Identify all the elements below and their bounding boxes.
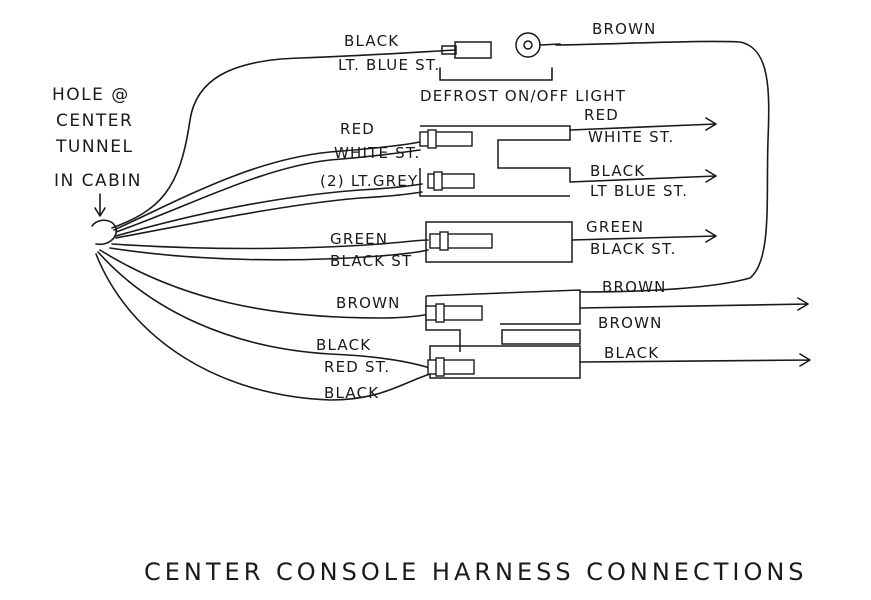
connector-brown: BROWN BROWN BROWN <box>336 278 809 352</box>
conn1-pin-collar <box>427 129 437 149</box>
conn5-left-1: BLACK <box>316 336 371 354</box>
conn2-right-1: BLACK <box>590 162 645 180</box>
conn4-pin <box>425 305 483 321</box>
conn1-left-2: WHITE ST. <box>334 144 420 162</box>
wire-green <box>111 239 429 250</box>
wire-black-ltblue-to-light <box>111 49 456 229</box>
wire-ltgrey-1 <box>115 183 423 237</box>
hole-label-line-3: TUNNEL <box>55 137 133 157</box>
conn3-left-2: BLACK ST <box>330 252 412 270</box>
connector-lt-grey: (2) LT.GREY BLACK LT BLUE ST. <box>320 162 717 200</box>
wire-black <box>95 253 431 401</box>
conn3-pin <box>429 233 493 249</box>
conn2-left-1: (2) LT.GREY <box>320 172 418 190</box>
conn2-out-arrow <box>569 169 717 183</box>
conn4-right-1: BROWN <box>602 278 667 296</box>
wire-red-white <box>113 141 421 231</box>
light-eyelet-hole <box>523 40 533 50</box>
hole-label-line-4: IN CABIN <box>54 171 142 191</box>
conn4-out-arrow <box>579 297 809 311</box>
wire-bundle <box>95 40 770 401</box>
wire-brown-loop <box>555 40 770 293</box>
light-plug-tip <box>441 45 457 55</box>
conn1-left-1: RED <box>340 120 375 138</box>
tunnel-hole <box>91 219 118 246</box>
conn2-right-2: LT BLUE ST. <box>590 182 688 200</box>
connector-red-white: RED WHITE ST. RED WHITE ST. <box>334 106 717 182</box>
conn5-pin-collar <box>435 357 445 377</box>
wire-brown <box>99 249 431 319</box>
hole-pointer-arrow <box>94 193 106 217</box>
defrost-light-connector: BLACK LT. BLUE ST. BROWN DEFROST ON/OFF … <box>338 20 657 105</box>
conn1-right-1: RED <box>584 106 619 124</box>
conn4-right-2: BROWN <box>598 314 663 332</box>
wire-black-st <box>109 247 429 261</box>
wire-black-red-st <box>97 251 431 369</box>
connector-green-black: GREEN BLACK ST GREEN BLACK ST. <box>330 218 717 270</box>
light-eyelet-lead <box>539 43 561 46</box>
hole-label-line-1: HOLE @ <box>52 85 130 105</box>
defrost-left-wire-2: LT. BLUE ST. <box>338 56 440 74</box>
conn5-right-1: BLACK <box>604 344 659 362</box>
wire-red-white-2 <box>115 149 421 233</box>
conn2-housing <box>419 168 570 197</box>
connector-black: BLACK RED ST. BLACK BLACK <box>316 336 811 402</box>
conn3-out-arrow <box>571 229 717 243</box>
conn1-housing <box>420 125 571 182</box>
hole-label-line-2: CENTER <box>56 111 133 131</box>
light-plug <box>454 41 492 59</box>
conn3-left-1: GREEN <box>330 230 388 248</box>
conn5-pin <box>427 359 475 375</box>
conn4-housing <box>425 289 581 352</box>
conn5-left-2: RED ST. <box>324 358 390 376</box>
conn3-right-2: BLACK ST. <box>590 240 677 258</box>
conn5-out-arrow <box>579 353 811 367</box>
conn4-pin-collar <box>435 303 445 323</box>
conn1-out-arrow <box>569 117 717 131</box>
conn4-left-1: BROWN <box>336 294 401 312</box>
conn5-left-3: BLACK <box>324 384 379 402</box>
hole-label: HOLE @ CENTER TUNNEL IN CABIN <box>52 85 142 191</box>
defrost-caption: DEFROST ON/OFF LIGHT <box>420 87 626 105</box>
defrost-bracket <box>439 67 553 81</box>
diagram-title: CENTER CONSOLE HARNESS CONNECTIONS <box>144 558 808 586</box>
conn3-housing <box>425 221 573 263</box>
defrost-right-wire: BROWN <box>592 20 657 38</box>
defrost-left-wire-1: BLACK <box>344 32 399 50</box>
wire-ltgrey-2 <box>115 191 423 239</box>
conn2-pin-collar <box>433 171 443 191</box>
light-eyelet <box>515 32 541 58</box>
conn3-right-1: GREEN <box>586 218 644 236</box>
conn1-right-2: WHITE ST. <box>588 128 674 146</box>
conn4-lower-housing <box>501 329 581 345</box>
conn3-pin-collar <box>439 231 449 251</box>
